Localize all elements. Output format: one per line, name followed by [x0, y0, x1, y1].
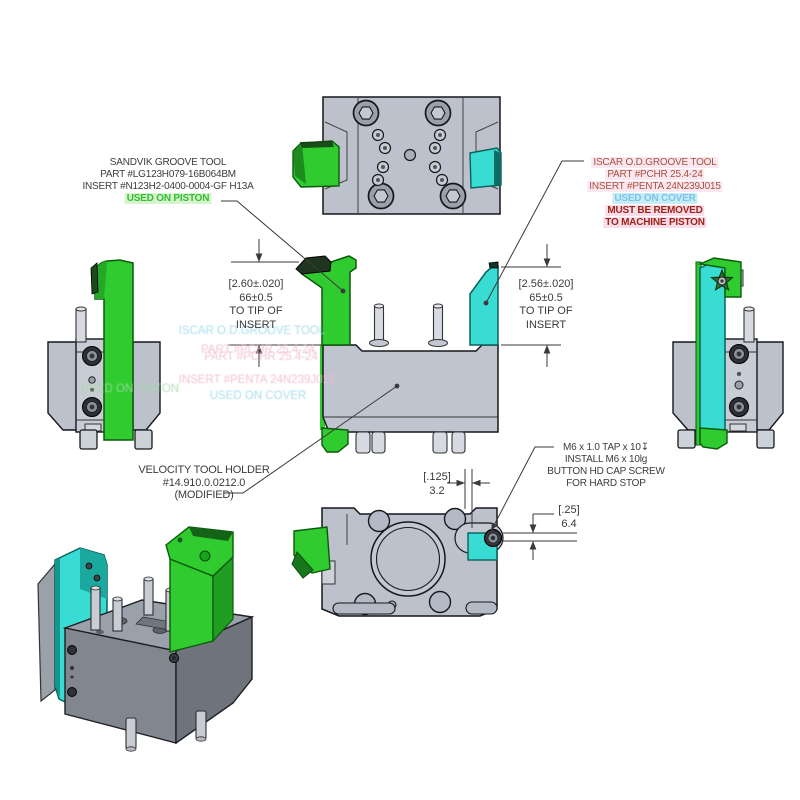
holder-note: VELOCITY TOOL HOLDER #14.910.0.0212.0 (M… — [138, 464, 270, 502]
leader-lines — [221, 160, 584, 532]
green-tool-top — [292, 140, 340, 188]
dimension-arrowheads — [255, 253, 551, 550]
isometric-view — [37, 526, 255, 752]
note-line: ISCAR O.D.GROOVE TOOL — [591, 157, 719, 168]
hex-screw-icon — [352, 99, 380, 127]
dim-line: 6.4 — [561, 517, 577, 530]
note-line: #14.910.0.0212.0 — [162, 476, 246, 489]
hex-screw-icon — [439, 182, 467, 210]
used-on-cover-label: USED ON COVER — [612, 193, 698, 204]
dim-line: INSERT — [235, 318, 277, 331]
iscar-note: ISCAR O.D.GROOVE TOOL PART #PCHR 25.4-24… — [587, 157, 723, 229]
note-line: INSTALL M6 x 10lg — [564, 454, 648, 465]
socket-screw-icon — [82, 346, 102, 366]
dim-line: [.125] — [423, 471, 451, 483]
right-side-view — [672, 257, 784, 450]
hardstop-note: M6 x 1.0 TAP x 10↧ INSTALL M6 x 10lg BUT… — [547, 442, 665, 490]
hex-screw-icon — [424, 99, 452, 127]
socket-screw-icon — [82, 397, 102, 417]
gap-dimension-note: [.125] 3.2 — [423, 471, 451, 498]
top-pins — [369, 303, 448, 347]
ghost-text: USED ON PISTON — [80, 383, 180, 395]
note-line: PART #PCHR 25.4-24 — [605, 169, 705, 180]
note-line: VELOCITY TOOL HOLDER — [138, 464, 270, 476]
cyan-tool-top — [469, 147, 502, 189]
penta-insert-icon — [710, 268, 734, 291]
green-clamp-side — [697, 257, 742, 298]
sandvik-note: SANDVIK GROOVE TOOL PART #LG123H079-16B0… — [82, 157, 254, 205]
dim-line: [2.60±.020] — [228, 278, 284, 290]
note-line: INSERT #N123H2-0400-0004-GF H13A — [82, 181, 254, 192]
note-line: MUST BE REMOVED — [605, 205, 705, 216]
front-elevation-view — [295, 255, 499, 454]
iso-bottom-pins — [125, 710, 207, 752]
hard-stop-screw — [483, 528, 503, 548]
bottom-front-view — [291, 507, 504, 617]
dowel-pin — [75, 308, 87, 343]
dim-line: 65±0.5 — [529, 291, 563, 304]
cyan-tool-side — [699, 261, 726, 444]
green-tool-front — [295, 255, 357, 453]
left-side-view — [47, 259, 161, 450]
dim-line: [2.56±.020] — [518, 278, 574, 290]
green-tool-side — [90, 259, 134, 441]
note-line: BUTTON HD CAP SCREW — [547, 466, 665, 477]
dim-line: [.25] — [558, 504, 580, 516]
green-tool-iso — [165, 526, 234, 653]
ghost-text: USED ON COVER — [209, 390, 307, 402]
dimension-lines — [228, 239, 577, 560]
ghost-text: INSERT #PENTA 24N239J015 — [178, 374, 336, 386]
note-line: INSERT #PENTA 24N239J015 — [587, 181, 723, 192]
dowel-pin — [743, 308, 755, 343]
cyan-tool-front — [469, 261, 499, 346]
bottom-pins — [355, 431, 466, 454]
dim-line: 3.2 — [429, 484, 445, 497]
socket-screw-icon — [729, 397, 749, 417]
top-plan-view — [292, 96, 502, 215]
dim-line: TO TIP OF — [229, 305, 283, 317]
ghost-text: PART #PCHR 25.4-24 — [204, 351, 318, 363]
left-dimension-note: [2.60±.020] 66±0.5 TO TIP OF INSERT — [229, 278, 284, 332]
note-line: SANDVIK GROOVE TOOL — [109, 157, 227, 168]
height-dimension-note: [.25] 6.4 — [558, 504, 579, 531]
dim-line: TO TIP OF — [519, 305, 573, 317]
note-line: (MODIFIED) — [174, 489, 234, 501]
green-tool-bottom — [291, 526, 331, 579]
hex-screw-icon — [367, 182, 395, 210]
dim-line: 66±0.5 — [239, 291, 273, 304]
used-on-piston-label: USED ON PISTON — [124, 193, 212, 204]
center-hole — [403, 148, 417, 162]
dim-line: INSERT — [525, 318, 567, 331]
note-line: FOR HARD STOP — [566, 478, 646, 489]
ghost-text: ISCAR O.D.GROOVE TOOL — [178, 325, 326, 337]
note-line: PART #LG123H079-16B064BM — [100, 169, 236, 180]
ghost-text: PART #PCHR 25.4-24 — [201, 344, 315, 356]
right-dimension-note: [2.56±.020] 65±0.5 TO TIP OF INSERT — [519, 278, 574, 332]
socket-screw-icon — [729, 344, 749, 364]
note-line: M6 x 1.0 TAP x 10↧ — [563, 442, 649, 453]
note-line: TO MACHINE PISTON — [603, 217, 707, 228]
